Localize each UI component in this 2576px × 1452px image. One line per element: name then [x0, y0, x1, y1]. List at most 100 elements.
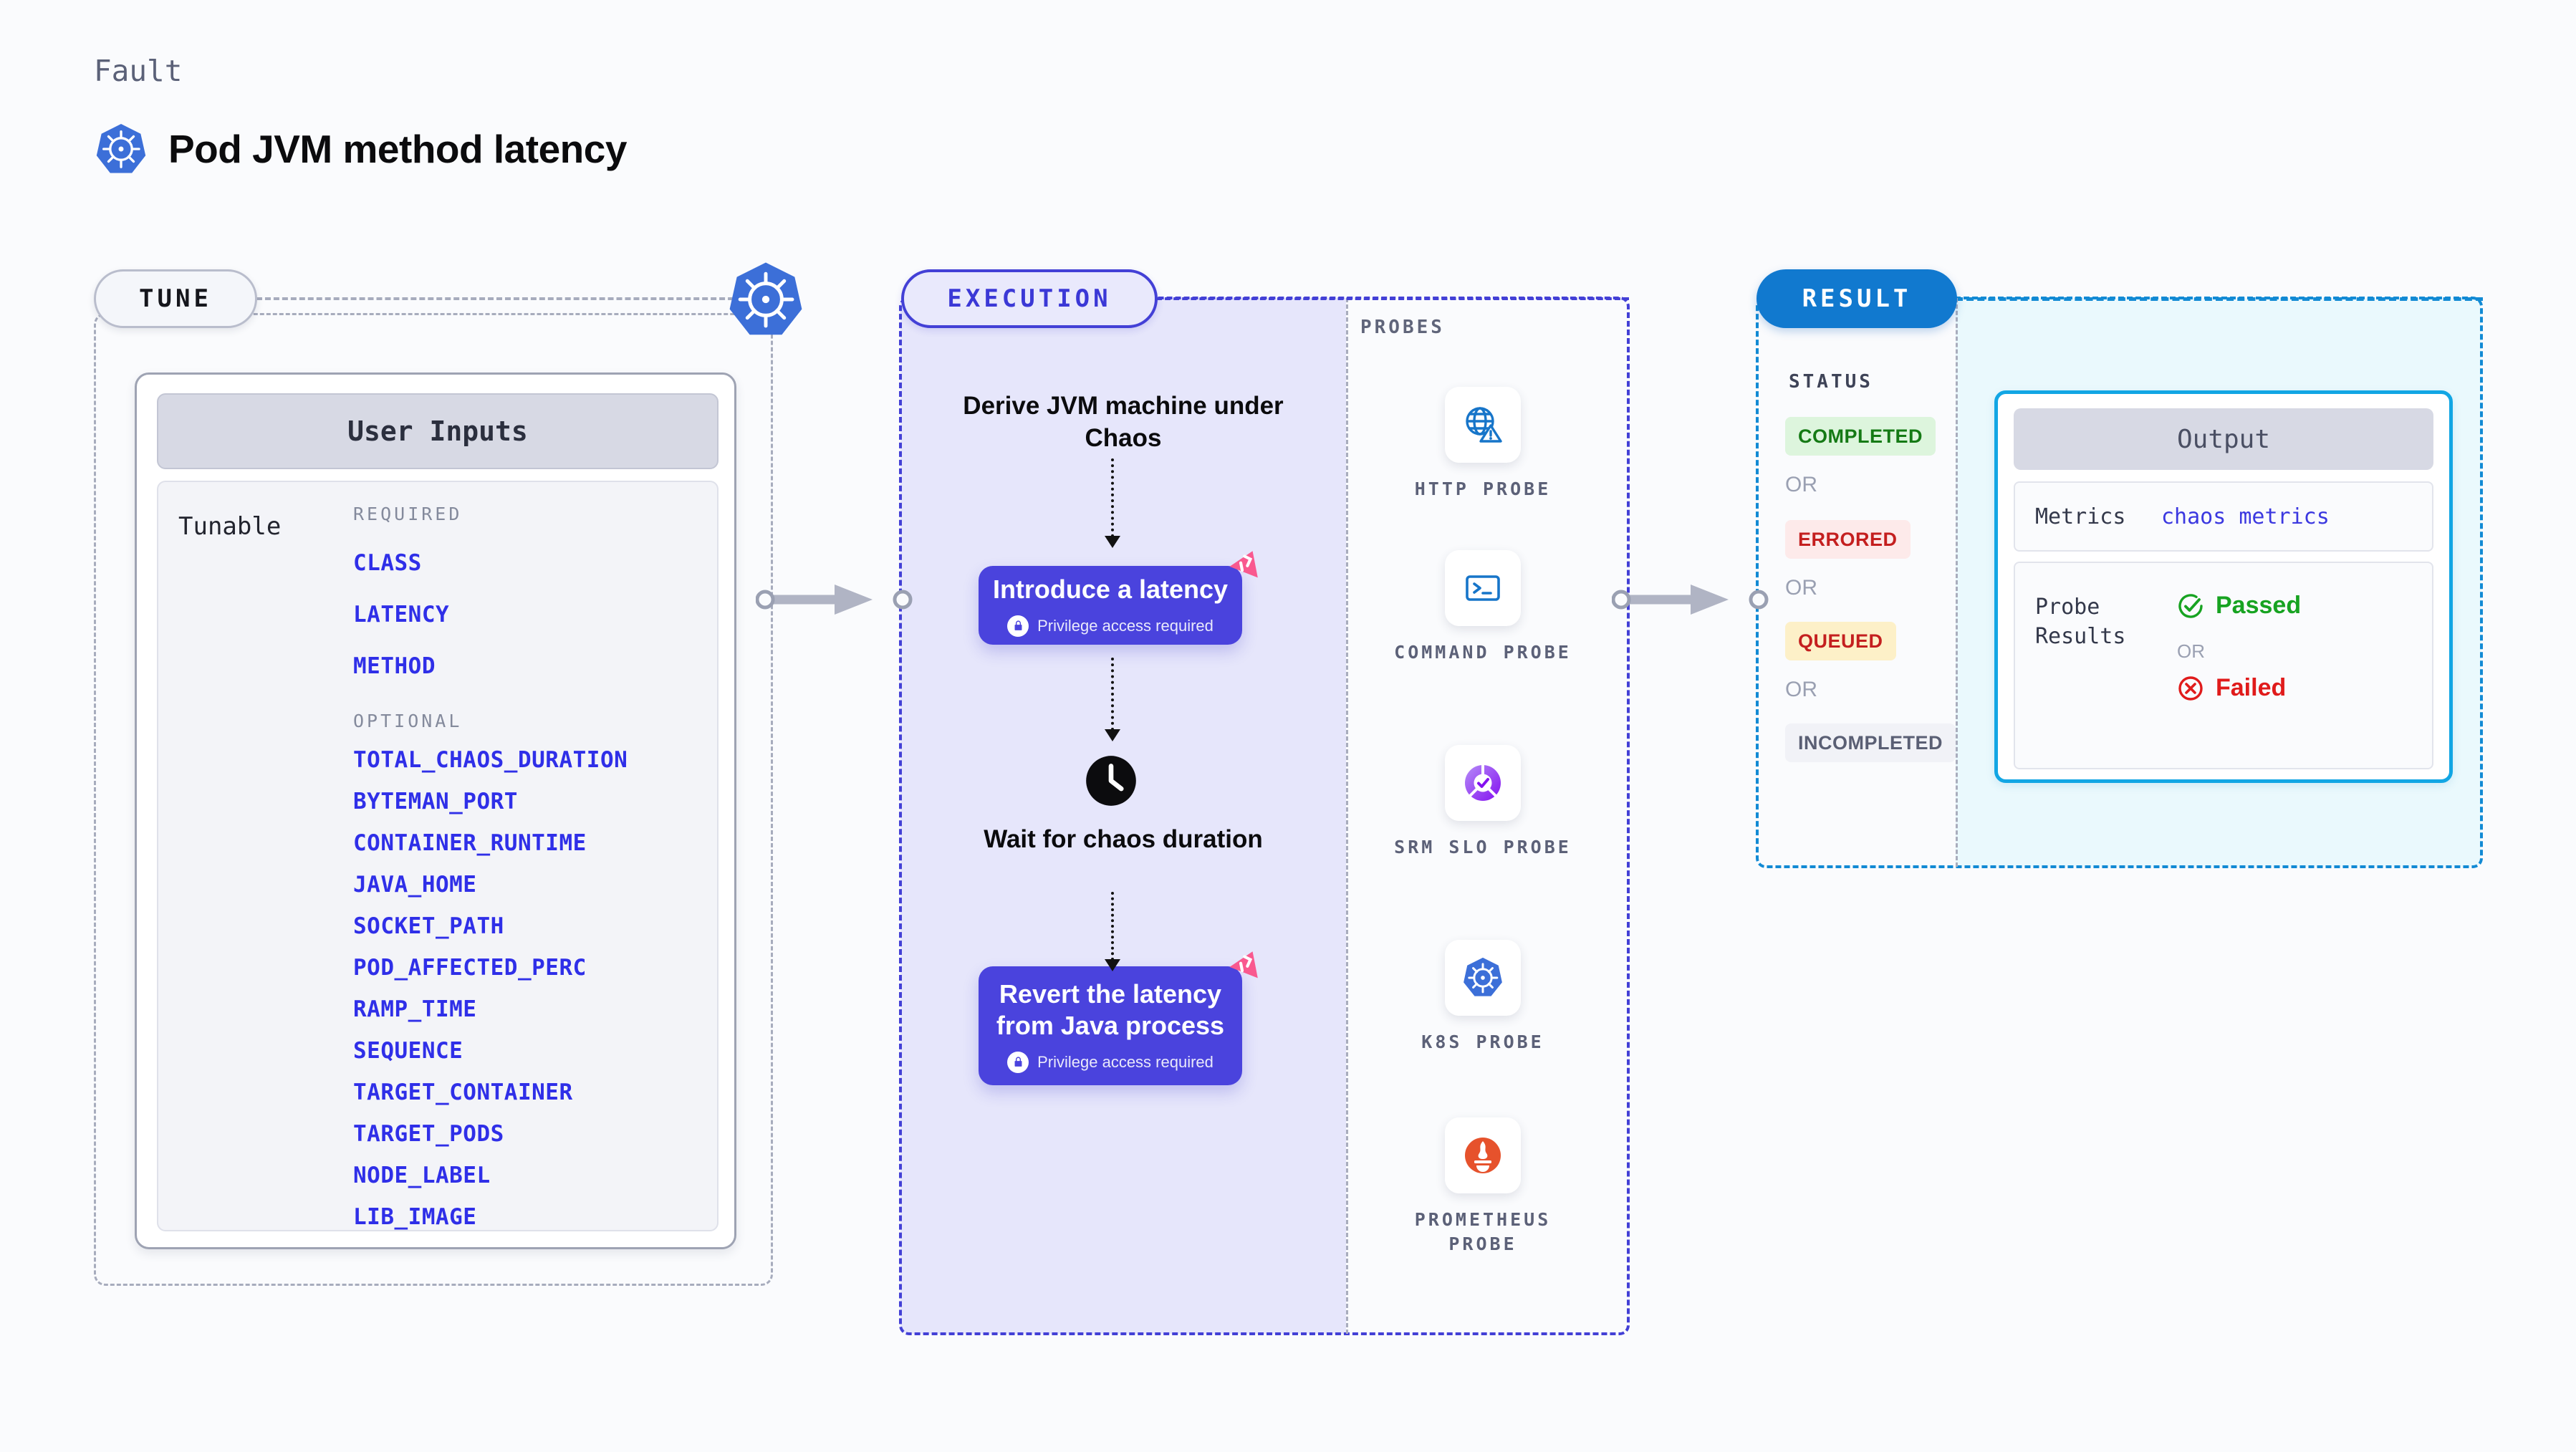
param-class[interactable]: CLASS	[353, 550, 422, 576]
execution-step-introduce-latency[interactable]: Introduce a latency Privilege access req…	[979, 566, 1242, 645]
lock-icon	[1007, 1051, 1029, 1073]
probes-title: PROBES	[1360, 317, 1445, 338]
param-lib-image[interactable]: LIB_IMAGE	[353, 1204, 477, 1230]
flow-arrow-icon	[1105, 536, 1120, 548]
execution-step-title: Revert the latency from Java process	[996, 979, 1225, 1040]
param-target-pods[interactable]: TARGET_PODS	[353, 1121, 504, 1147]
result-section-pill[interactable]: RESULT	[1756, 269, 1957, 328]
privilege-note-text: Privilege access required	[1037, 1052, 1213, 1071]
param-sequence[interactable]: SEQUENCE	[353, 1038, 463, 1064]
probe-results-row: Probe Results Passed OR Failed	[2014, 562, 2433, 769]
optional-group: OPTIONAL TOTAL_CHAOS_DURATION BYTEMAN_PO…	[353, 711, 711, 1230]
probe-tile	[1445, 1117, 1521, 1193]
param-socket-path[interactable]: SOCKET_PATH	[353, 913, 504, 939]
probe-label: HTTP PROBE	[1414, 479, 1552, 499]
chaos-badge-icon	[1229, 551, 1258, 578]
execution-step-derive-jvm: Derive JVM machine under Chaos	[963, 392, 1284, 452]
status-or-3: OR	[1785, 678, 1817, 701]
flow-line	[1111, 892, 1114, 961]
result-status-column	[1757, 298, 1956, 867]
connector-tune-to-execution-icon	[756, 585, 913, 615]
privilege-note: Privilege access required	[1007, 615, 1213, 637]
srm-slo-icon	[1465, 765, 1501, 801]
status-title: STATUS	[1789, 371, 1873, 393]
param-byteman-port[interactable]: BYTEMAN_PORT	[353, 789, 518, 814]
execution-section-pill[interactable]: EXECUTION	[901, 269, 1158, 328]
required-group: REQUIRED CLASS LATENCY METHOD	[353, 504, 711, 679]
tunable-parameter-column: REQUIRED CLASS LATENCY METHOD OPTIONAL T…	[353, 504, 711, 1230]
status-or-1: OR	[1785, 473, 1817, 496]
status-badge-completed: COMPLETED	[1785, 417, 1936, 456]
param-target-container[interactable]: TARGET_CONTAINER	[353, 1080, 573, 1105]
probe-tile	[1445, 550, 1521, 626]
kubernetes-icon	[729, 262, 802, 335]
status-badge-errored: ERRORED	[1785, 520, 1911, 559]
metrics-row: Metrics chaos metrics	[2014, 481, 2433, 552]
param-container-runtime[interactable]: CONTAINER_RUNTIME	[353, 830, 587, 856]
flow-arrow-icon	[1105, 729, 1120, 741]
param-total-chaos-duration[interactable]: TOTAL_CHAOS_DURATION	[353, 747, 628, 773]
probe-tile	[1445, 387, 1521, 463]
param-java-home[interactable]: JAVA_HOME	[353, 872, 477, 898]
kubernetes-icon	[1464, 957, 1502, 996]
user-inputs-header: User Inputs	[157, 393, 719, 469]
output-header: Output	[2014, 408, 2433, 470]
user-inputs-card: User Inputs Tunable REQUIRED CLASS LATEN…	[135, 372, 736, 1249]
probe-label: SRM SLO PROBE	[1394, 837, 1572, 857]
x-circle-icon	[2178, 675, 2203, 701]
status-badge-queued: QUEUED	[1785, 622, 1896, 660]
execution-step-revert-latency[interactable]: Revert the latency from Java process Pri…	[979, 966, 1242, 1085]
flow-line	[1111, 458, 1114, 537]
probe-result-or: OR	[2177, 640, 2205, 662]
chaos-badge-icon	[1229, 951, 1258, 979]
globe-warning-icon	[1466, 407, 1502, 443]
result-column-divider	[1956, 298, 1958, 867]
probe-command[interactable]: COMMAND PROBE	[1390, 550, 1576, 665]
execution-connector-line	[1156, 297, 1629, 300]
privilege-note-text: Privilege access required	[1037, 616, 1213, 635]
status-or-2: OR	[1785, 576, 1817, 600]
prometheus-icon	[1465, 1138, 1501, 1173]
connector-execution-to-result-icon	[1612, 585, 1769, 615]
param-pod-affected-perc[interactable]: POD_AFFECTED_PERC	[353, 955, 587, 981]
tune-section-outline	[94, 313, 773, 1286]
passed-label: Passed	[2216, 592, 2302, 619]
execution-step-wait-chaos: Wait for chaos duration	[984, 825, 1263, 853]
param-method[interactable]: METHOD	[353, 653, 436, 679]
metrics-value[interactable]: chaos metrics	[2161, 504, 2330, 529]
execution-step-title: Introduce a latency	[992, 574, 1229, 605]
metrics-key: Metrics	[2035, 504, 2126, 529]
result-connector-line	[1956, 297, 2483, 301]
probe-k8s[interactable]: K8S PROBE	[1390, 940, 1576, 1054]
required-group-title: REQUIRED	[353, 504, 463, 524]
probe-result-passed: Passed	[2177, 592, 2301, 620]
probe-label: PROMETHEUS PROBE	[1414, 1209, 1552, 1254]
output-card: Output Metrics chaos metrics Probe Resul…	[1994, 390, 2453, 783]
check-circle-icon	[2178, 593, 2203, 618]
flow-arrow-icon	[1105, 959, 1120, 971]
page-title-row: Pod JVM method latency	[94, 122, 627, 176]
probe-label: K8S PROBE	[1421, 1032, 1544, 1052]
probe-prometheus[interactable]: PROMETHEUS PROBE	[1390, 1117, 1576, 1256]
tune-connector-line	[256, 297, 751, 300]
probe-srm-slo[interactable]: SRM SLO PROBE	[1390, 745, 1576, 860]
status-badge-incompleted: INCOMPLETED	[1785, 723, 1956, 762]
probe-result-failed: Failed	[2177, 674, 2286, 702]
probe-http[interactable]: HTTP PROBE	[1390, 387, 1576, 501]
privilege-note: Privilege access required	[1007, 1051, 1213, 1073]
tune-section-pill[interactable]: TUNE	[94, 269, 257, 328]
page-title: Pod JVM method latency	[168, 127, 627, 171]
tunable-label: Tunable	[178, 512, 282, 541]
probe-label: COMMAND PROBE	[1394, 642, 1572, 663]
terminal-icon	[1466, 575, 1500, 601]
kubernetes-icon	[96, 124, 146, 173]
page-eyebrow: Fault	[94, 54, 183, 88]
param-node-label[interactable]: NODE_LABEL	[353, 1163, 491, 1188]
param-latency[interactable]: LATENCY	[353, 602, 450, 628]
param-ramp-time[interactable]: RAMP_TIME	[353, 996, 477, 1022]
optional-group-title: OPTIONAL	[353, 711, 463, 731]
execution-panel-fill	[900, 298, 1346, 1334]
probe-tile	[1445, 745, 1521, 821]
probe-tile	[1445, 940, 1521, 1016]
failed-label: Failed	[2216, 674, 2287, 701]
